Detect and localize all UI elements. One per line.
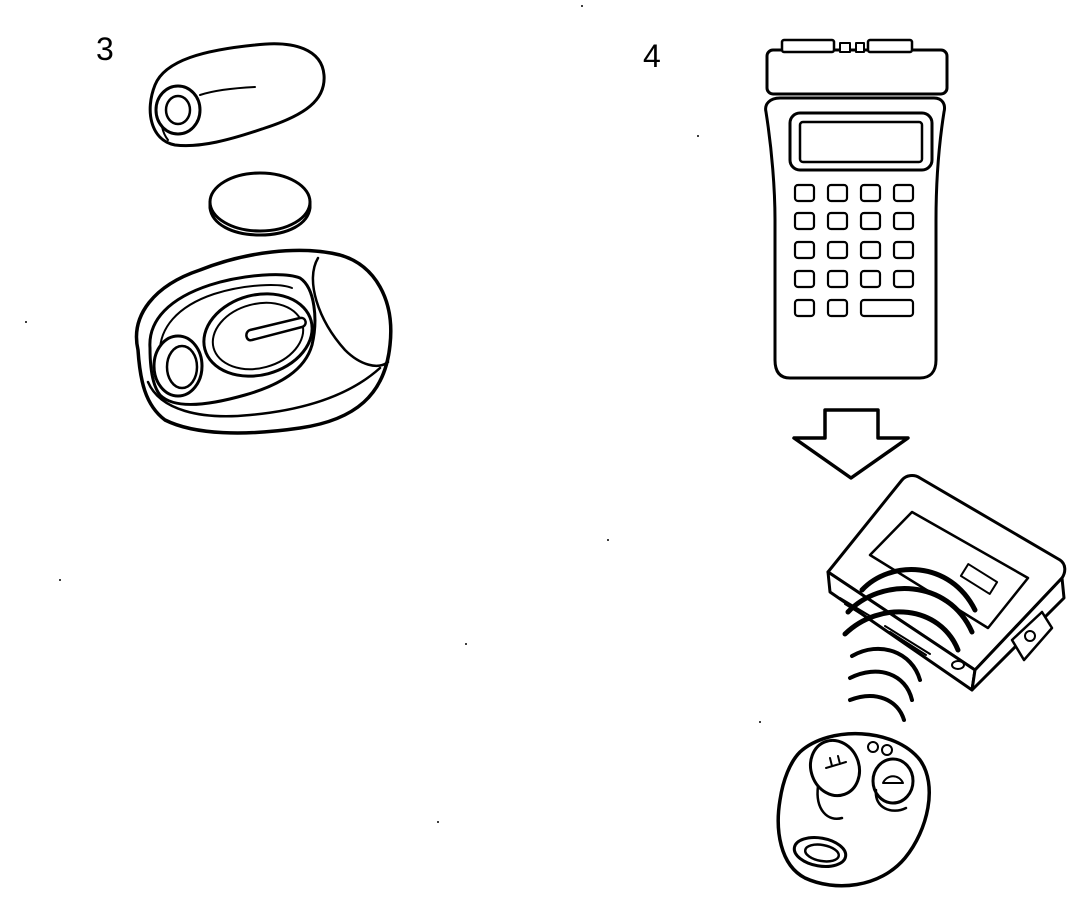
down-arrow-icon xyxy=(792,408,910,480)
key-fob-cover-icon xyxy=(148,42,326,148)
key-fob-base-icon xyxy=(134,248,393,435)
coin-battery-icon xyxy=(208,171,312,237)
step-3-number: 3 xyxy=(96,31,114,67)
step-4-number: 4 xyxy=(643,38,661,74)
scan-specks xyxy=(25,5,761,823)
diagnostic-tester-icon xyxy=(764,38,949,380)
remote-key-fob-icon xyxy=(776,731,931,888)
radio-signal-icon xyxy=(842,567,978,722)
control-unit-icon xyxy=(826,474,1067,692)
